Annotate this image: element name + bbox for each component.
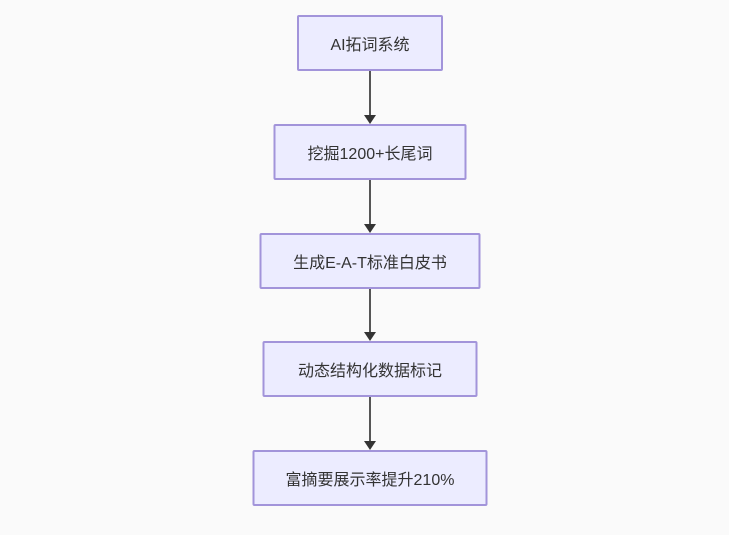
flow-node-structured-data: 动态结构化数据标记 xyxy=(262,341,478,397)
flow-arrow-4 xyxy=(364,397,376,450)
arrow-down-icon xyxy=(364,115,376,124)
arrow-line xyxy=(369,289,371,332)
arrow-line xyxy=(369,397,371,441)
flow-node-rich-snippet-result: 富摘要展示率提升210% xyxy=(252,450,488,506)
flow-arrow-2 xyxy=(364,180,376,233)
flow-node-longtail-mining: 挖掘1200+长尾词 xyxy=(273,124,467,180)
arrow-line xyxy=(369,71,371,115)
flow-node-label: 动态结构化数据标记 xyxy=(297,363,442,380)
arrow-line xyxy=(369,180,371,224)
flow-node-label: 挖掘1200+长尾词 xyxy=(307,146,433,163)
flow-node-label: 富摘要展示率提升210% xyxy=(285,472,455,489)
flow-node-label: 生成E-A-T标准白皮书 xyxy=(293,255,447,272)
flow-node-label: AI拓词系统 xyxy=(330,37,410,54)
flow-node-ai-keyword-system: AI拓词系统 xyxy=(297,15,443,71)
flow-node-eat-whitepaper: 生成E-A-T标准白皮书 xyxy=(259,233,481,289)
arrow-down-icon xyxy=(364,441,376,450)
flow-arrow-3 xyxy=(364,289,376,341)
flow-arrow-1 xyxy=(364,71,376,124)
arrow-down-icon xyxy=(364,224,376,233)
arrow-down-icon xyxy=(364,332,376,341)
